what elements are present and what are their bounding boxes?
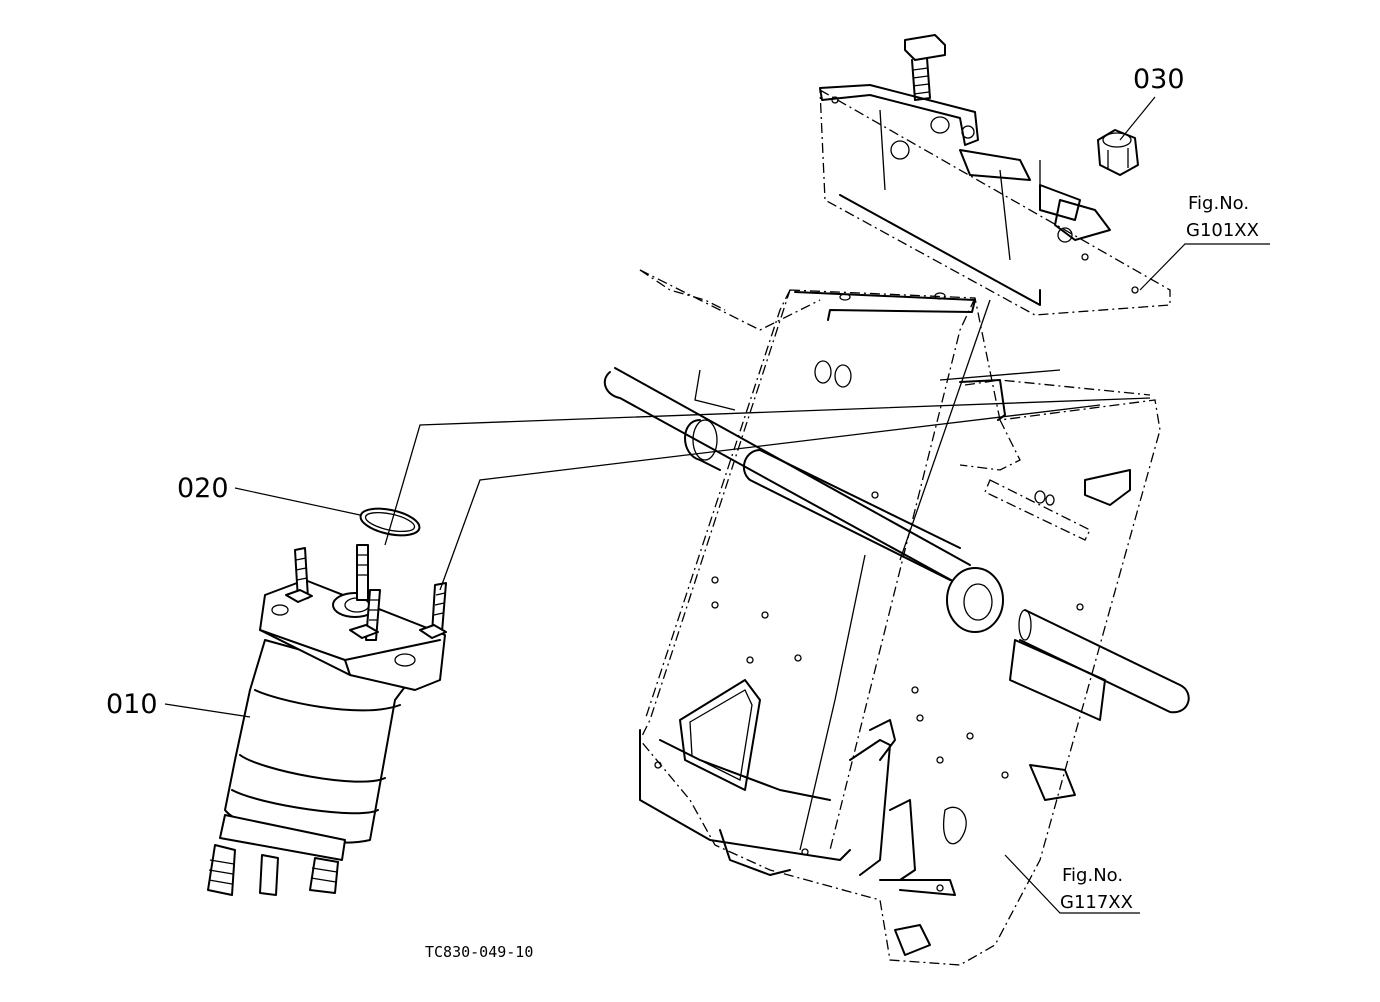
bracket-bolt — [904, 34, 946, 101]
drawing-code: TC830-049-10 — [425, 943, 533, 961]
part-label-010: 010 — [106, 689, 158, 720]
part-020-o-ring — [359, 507, 421, 537]
switch-studs — [285, 544, 447, 641]
part-label-020: 020 — [177, 473, 229, 504]
frame-holes — [654, 292, 1084, 892]
part-label-030: 030 — [1133, 64, 1185, 95]
frame-assembly — [603, 269, 1190, 966]
frame-shaft — [603, 367, 1190, 721]
fig-ref-g101-line1: Fig.No. — [1188, 193, 1249, 214]
fig-ref-g117-line2: G117XX — [1060, 892, 1133, 913]
switch-terminals — [207, 814, 346, 896]
fig-ref-g117-line1: Fig.No. — [1062, 865, 1123, 886]
part-030-nut — [1097, 129, 1139, 176]
fig-ref-g101-line2: G101XX — [1186, 220, 1259, 241]
alignment-lines — [384, 397, 1151, 591]
part-010-switch — [207, 544, 447, 896]
upper-bracket-assembly — [819, 34, 1171, 316]
leader-lines — [164, 96, 1270, 914]
frame-collar — [684, 419, 1004, 633]
